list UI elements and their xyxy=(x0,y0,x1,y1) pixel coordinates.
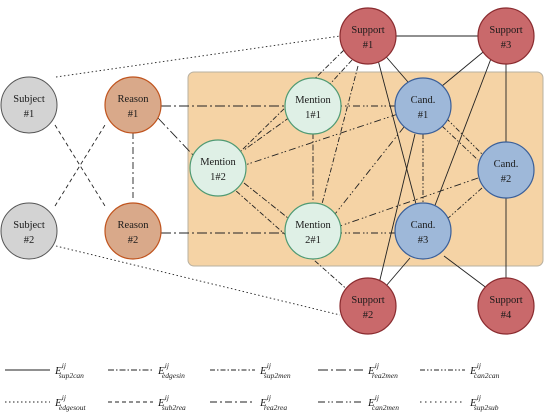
node-subject1: Subject #1 xyxy=(0,76,58,134)
edge-support4-cand3 xyxy=(443,255,493,293)
node-cand1-label1: Cand. xyxy=(411,95,436,106)
edge-reason1-mention12 xyxy=(157,117,194,156)
node-reason2-label2: #2 xyxy=(128,235,139,246)
edge-subject1-support1 xyxy=(55,35,341,78)
node-mention12-label1: Mention xyxy=(200,157,236,168)
node-cand3-label1: Cand. xyxy=(411,220,436,231)
node-cand3: Cand. #3 xyxy=(394,202,452,260)
edge-cand1-cand2-b xyxy=(441,125,479,161)
mention-candidate-panel xyxy=(187,71,544,267)
edge-support1-mention21 xyxy=(321,65,359,205)
node-support1-label1: Support xyxy=(351,25,384,36)
node-mention11-label1: Mention xyxy=(295,95,331,106)
node-support2-label1: Support xyxy=(351,295,384,306)
node-support4: Support #4 xyxy=(477,277,535,335)
node-cand2-label1: Cand. xyxy=(494,159,519,170)
node-cand1: Cand. #1 xyxy=(394,77,452,135)
edge-subject2-reason1 xyxy=(54,124,106,207)
node-support4-label2: #4 xyxy=(501,310,512,321)
node-reason2: Reason #2 xyxy=(104,202,162,260)
node-mention12-label2: 1#2 xyxy=(210,172,226,183)
node-cand2-label2: #2 xyxy=(501,174,512,185)
edge-cand2-cand3 xyxy=(445,187,483,221)
legend xyxy=(5,369,465,403)
node-mention11-label2: 1#1 xyxy=(305,110,321,121)
edge-support2-cand3 xyxy=(385,257,411,287)
node-mention21: Mention 2#1 xyxy=(284,202,342,260)
node-subject2: Subject #2 xyxy=(0,202,58,260)
edge-support3-cand1 xyxy=(441,47,489,87)
edge-support3-cand3 xyxy=(433,55,493,209)
edge-support2-cand1 xyxy=(377,133,416,289)
node-cand2: Cand. #2 xyxy=(477,141,535,199)
edge-mention11-mention12 xyxy=(243,116,291,151)
node-subject2-label2: #2 xyxy=(24,235,35,246)
node-mention12: Mention 1#2 xyxy=(189,139,247,197)
node-cand3-label2: #3 xyxy=(418,235,429,246)
node-reason1-label1: Reason xyxy=(118,94,150,105)
node-subject1-label1: Subject xyxy=(13,94,45,105)
edge-cand1-cand2 xyxy=(445,117,483,155)
node-reason2-label1: Reason xyxy=(118,220,150,231)
edge-subject2-support2 xyxy=(55,245,341,316)
edge-support1-mention12 xyxy=(239,49,345,153)
edge-subject1-reason2 xyxy=(54,124,106,207)
node-support2-label2: #2 xyxy=(363,310,374,321)
node-mention21-label2: 2#1 xyxy=(305,235,321,246)
edge-support1-cand3 xyxy=(377,59,417,205)
edge-cand2-mention21 xyxy=(339,177,479,227)
node-subject2-label1: Subject xyxy=(13,220,45,231)
edge-cand1-mention21 xyxy=(334,126,405,215)
node-support1: Support #1 xyxy=(339,7,397,65)
node-mention21-label1: Mention xyxy=(295,220,331,231)
node-support1-label2: #1 xyxy=(363,40,374,51)
node-support4-label1: Support xyxy=(489,295,522,306)
node-reason1-label2: #1 xyxy=(128,109,139,120)
node-reason1: Reason #1 xyxy=(104,76,162,134)
node-support2: Support #2 xyxy=(339,277,397,335)
node-mention11: Mention 1#1 xyxy=(284,77,342,135)
node-subject1-label2: #1 xyxy=(24,109,35,120)
node-cand1-label2: #1 xyxy=(418,110,429,121)
node-support3: Support #3 xyxy=(477,7,535,65)
node-support3-label1: Support xyxy=(489,25,522,36)
node-support3-label2: #3 xyxy=(501,40,512,51)
edge-mention12-mention21 xyxy=(243,182,289,219)
